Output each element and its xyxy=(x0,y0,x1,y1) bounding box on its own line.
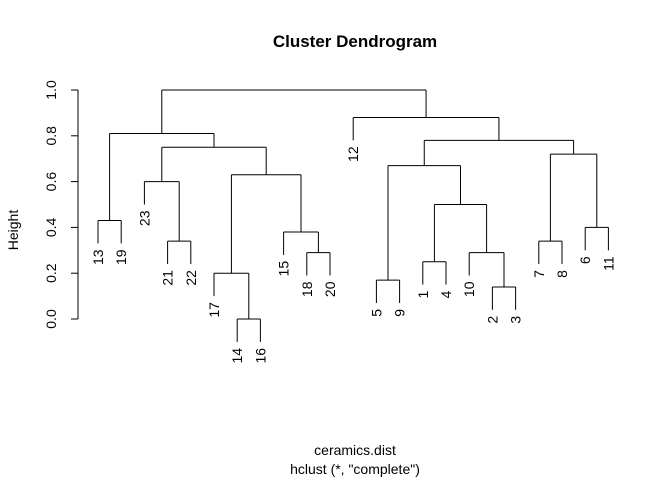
leaf-label-13: 13 xyxy=(90,249,106,265)
leaf-label-23: 23 xyxy=(136,210,152,226)
leaf-label-12: 12 xyxy=(345,146,361,162)
leaf-label-18: 18 xyxy=(299,281,315,297)
leaf-label-21: 21 xyxy=(160,270,176,286)
x-axis-label: ceramics.dist xyxy=(314,442,396,458)
y-axis: 0.0 0.2 0.4 0.6 0.8 1.0 xyxy=(43,80,79,329)
leaf-label-14: 14 xyxy=(229,348,245,364)
leaf-label-16: 16 xyxy=(252,348,268,364)
leaf-label-17: 17 xyxy=(206,302,222,318)
chart-title: Cluster Dendrogram xyxy=(273,32,437,51)
leaf-label-20: 20 xyxy=(322,281,338,297)
y-tick-label: 0.2 xyxy=(43,263,59,283)
leaf-label-11: 11 xyxy=(600,256,616,271)
leaf-label-10: 10 xyxy=(461,281,477,297)
leaf-label-19: 19 xyxy=(113,249,129,265)
leaf-label-4: 4 xyxy=(438,290,454,298)
y-tick-label: 0.6 xyxy=(43,172,59,192)
leaf-label-15: 15 xyxy=(276,261,292,277)
x-axis-sublabel: hclust (*, "complete") xyxy=(290,461,420,477)
leaf-label-22: 22 xyxy=(183,270,199,286)
y-tick-label: 0.4 xyxy=(43,217,59,237)
y-tick-label: 1.0 xyxy=(43,80,59,100)
leaf-label-3: 3 xyxy=(508,316,524,324)
leaf-label-6: 6 xyxy=(577,256,593,264)
leaf-label-1: 1 xyxy=(415,290,431,298)
leaf-label-9: 9 xyxy=(392,309,408,317)
dendrogram-branches xyxy=(97,89,609,342)
leaf-label-2: 2 xyxy=(484,316,500,324)
leaf-label-5: 5 xyxy=(368,309,384,317)
leaf-label-8: 8 xyxy=(554,270,570,278)
y-tick-label: 0.0 xyxy=(43,309,59,329)
y-tick-label: 0.8 xyxy=(43,126,59,146)
leaf-label-7: 7 xyxy=(531,270,547,278)
y-axis-label: Height xyxy=(5,210,21,251)
